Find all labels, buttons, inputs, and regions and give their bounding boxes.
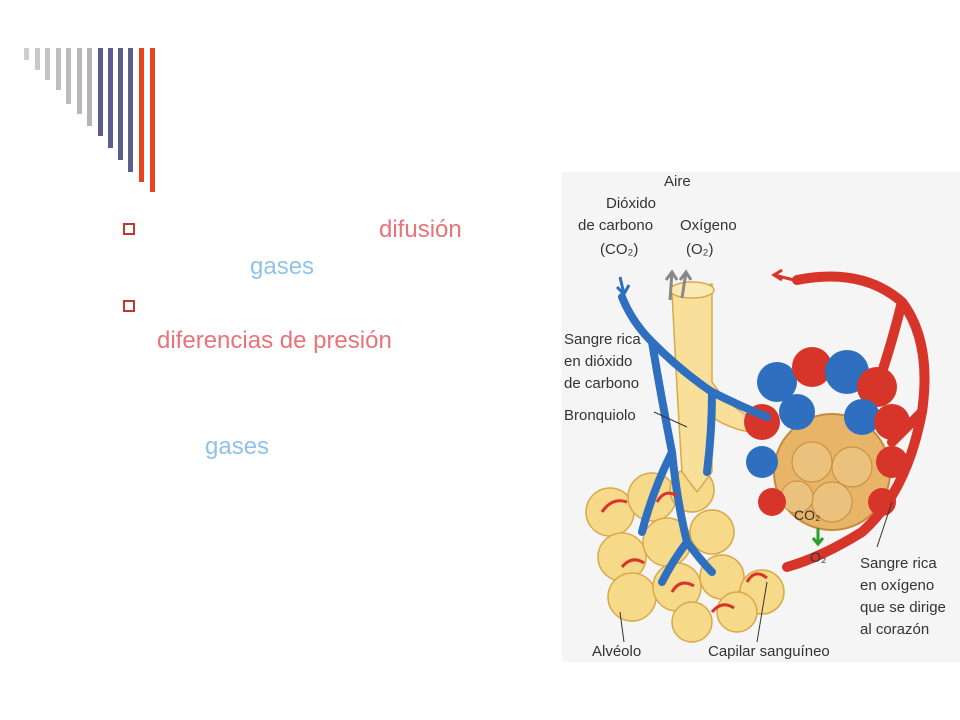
label-sangre-co2-3: de carbono — [564, 375, 639, 392]
o2-arrow-icon — [664, 269, 679, 301]
stripe — [24, 48, 29, 60]
label-sangre-o2-4: al corazón — [860, 621, 929, 638]
label-sangre-co2-2: en dióxido — [564, 353, 632, 370]
label-dioxido-1: Dióxido — [606, 195, 656, 212]
stripe — [108, 48, 113, 148]
red-vessel — [782, 271, 930, 572]
bullet-1-highlight-gases: gases — [250, 253, 315, 280]
stripe — [150, 48, 155, 192]
decorative-stripes — [0, 0, 200, 200]
label-co2-small: CO₂ — [794, 507, 820, 523]
co2-arrow-icon — [615, 276, 631, 297]
stripe — [128, 48, 133, 172]
stripe — [56, 48, 61, 90]
label-sangre-o2-2: en oxígeno — [860, 577, 934, 594]
bullet-square-icon — [123, 300, 135, 312]
label-capilar: Capilar sanguíneo — [708, 643, 830, 660]
alveoli-gas-exchange-diagram: Aire Dióxido de carbono (CO₂) Oxígeno (O… — [562, 172, 960, 662]
label-sangre-o2-3: que se dirige — [860, 599, 946, 616]
label-dioxido-formula: (CO₂) — [600, 241, 638, 258]
label-dioxido-2: de carbono — [578, 217, 653, 234]
stripe — [118, 48, 123, 160]
bullet-square-icon — [123, 223, 135, 235]
alveoli-illustration: Aire Dióxido de carbono (CO₂) Oxígeno (O… — [564, 173, 946, 660]
label-sangre-co2-1: Sangre rica — [564, 331, 641, 348]
label-oxigeno: Oxígeno — [680, 217, 737, 234]
stripe — [35, 48, 40, 70]
o2-arrow-icon — [678, 269, 693, 299]
stripe — [77, 48, 82, 114]
stripe — [139, 48, 144, 182]
stripe — [87, 48, 92, 126]
red-flow-arrow-icon — [771, 268, 795, 282]
label-sangre-o2-1: Sangre rica — [860, 555, 937, 572]
label-alveolo: Alvéolo — [592, 643, 641, 660]
label-bronquiolo: Bronquiolo — [564, 407, 636, 424]
blue-vessel — [618, 293, 771, 586]
stripe — [45, 48, 50, 80]
stripe — [98, 48, 103, 136]
label-aire: Aire — [664, 173, 691, 190]
down-arrow-icon — [811, 528, 825, 547]
bullet-2-highlight-gases: gases — [205, 433, 270, 460]
leader-lines — [619, 411, 893, 643]
label-oxigeno-formula: (O₂) — [686, 241, 713, 258]
alveoli-cluster — [585, 467, 785, 643]
label-o2-small: O₂ — [810, 549, 826, 565]
alveoli-capillaries — [600, 491, 768, 614]
bullet-1-highlight-difusion: difusión — [379, 216, 462, 243]
stripe — [66, 48, 71, 104]
bullet-2-highlight-presion: diferencias de presión — [157, 327, 392, 354]
